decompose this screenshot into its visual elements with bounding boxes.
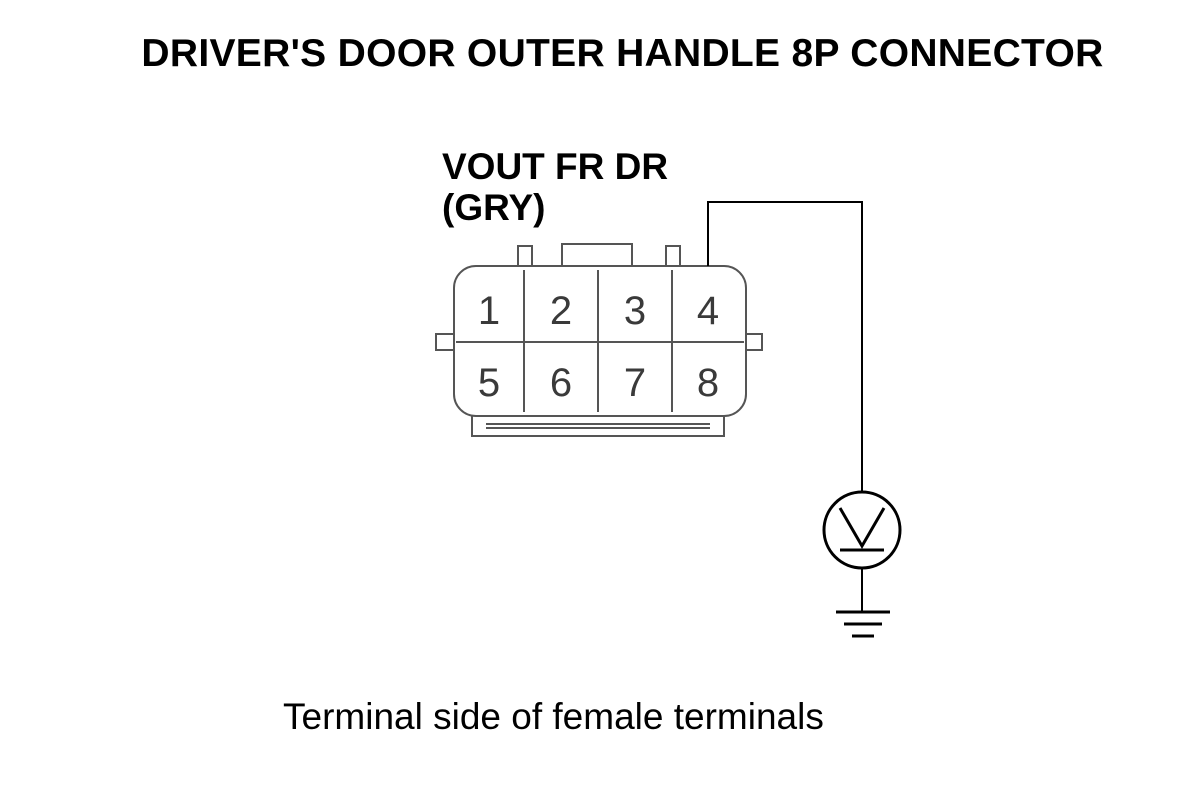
wire-label-color: (GRY) bbox=[442, 187, 546, 228]
connector-tab-left bbox=[517, 245, 533, 269]
probe-wire bbox=[707, 201, 863, 492]
voltmeter-icon bbox=[822, 490, 902, 570]
connector-pins: 1 2 3 4 5 6 7 8 bbox=[478, 289, 719, 405]
wire-label-name: VOUT FR DR bbox=[442, 146, 669, 187]
pin-label: 2 bbox=[550, 289, 572, 333]
pin-label: 4 bbox=[697, 289, 719, 333]
ground-icon bbox=[836, 610, 890, 638]
pin-label: 3 bbox=[624, 289, 646, 333]
pin-label: 5 bbox=[478, 361, 500, 405]
diagram-caption: Terminal side of female terminals bbox=[283, 696, 824, 737]
pin-label: 1 bbox=[478, 289, 500, 333]
pin-label: 7 bbox=[624, 361, 646, 405]
pin-label: 8 bbox=[697, 361, 719, 405]
wire-label: VOUT FR DR (GRY) bbox=[442, 146, 668, 228]
pin-label: 6 bbox=[550, 361, 572, 405]
connector-lug-left bbox=[435, 333, 455, 351]
connector-8p bbox=[435, 243, 763, 437]
connector-tab-right bbox=[665, 245, 681, 269]
page-title: DRIVER'S DOOR OUTER HANDLE 8P CONNECTOR bbox=[141, 32, 1104, 75]
connector-latch bbox=[561, 243, 633, 269]
